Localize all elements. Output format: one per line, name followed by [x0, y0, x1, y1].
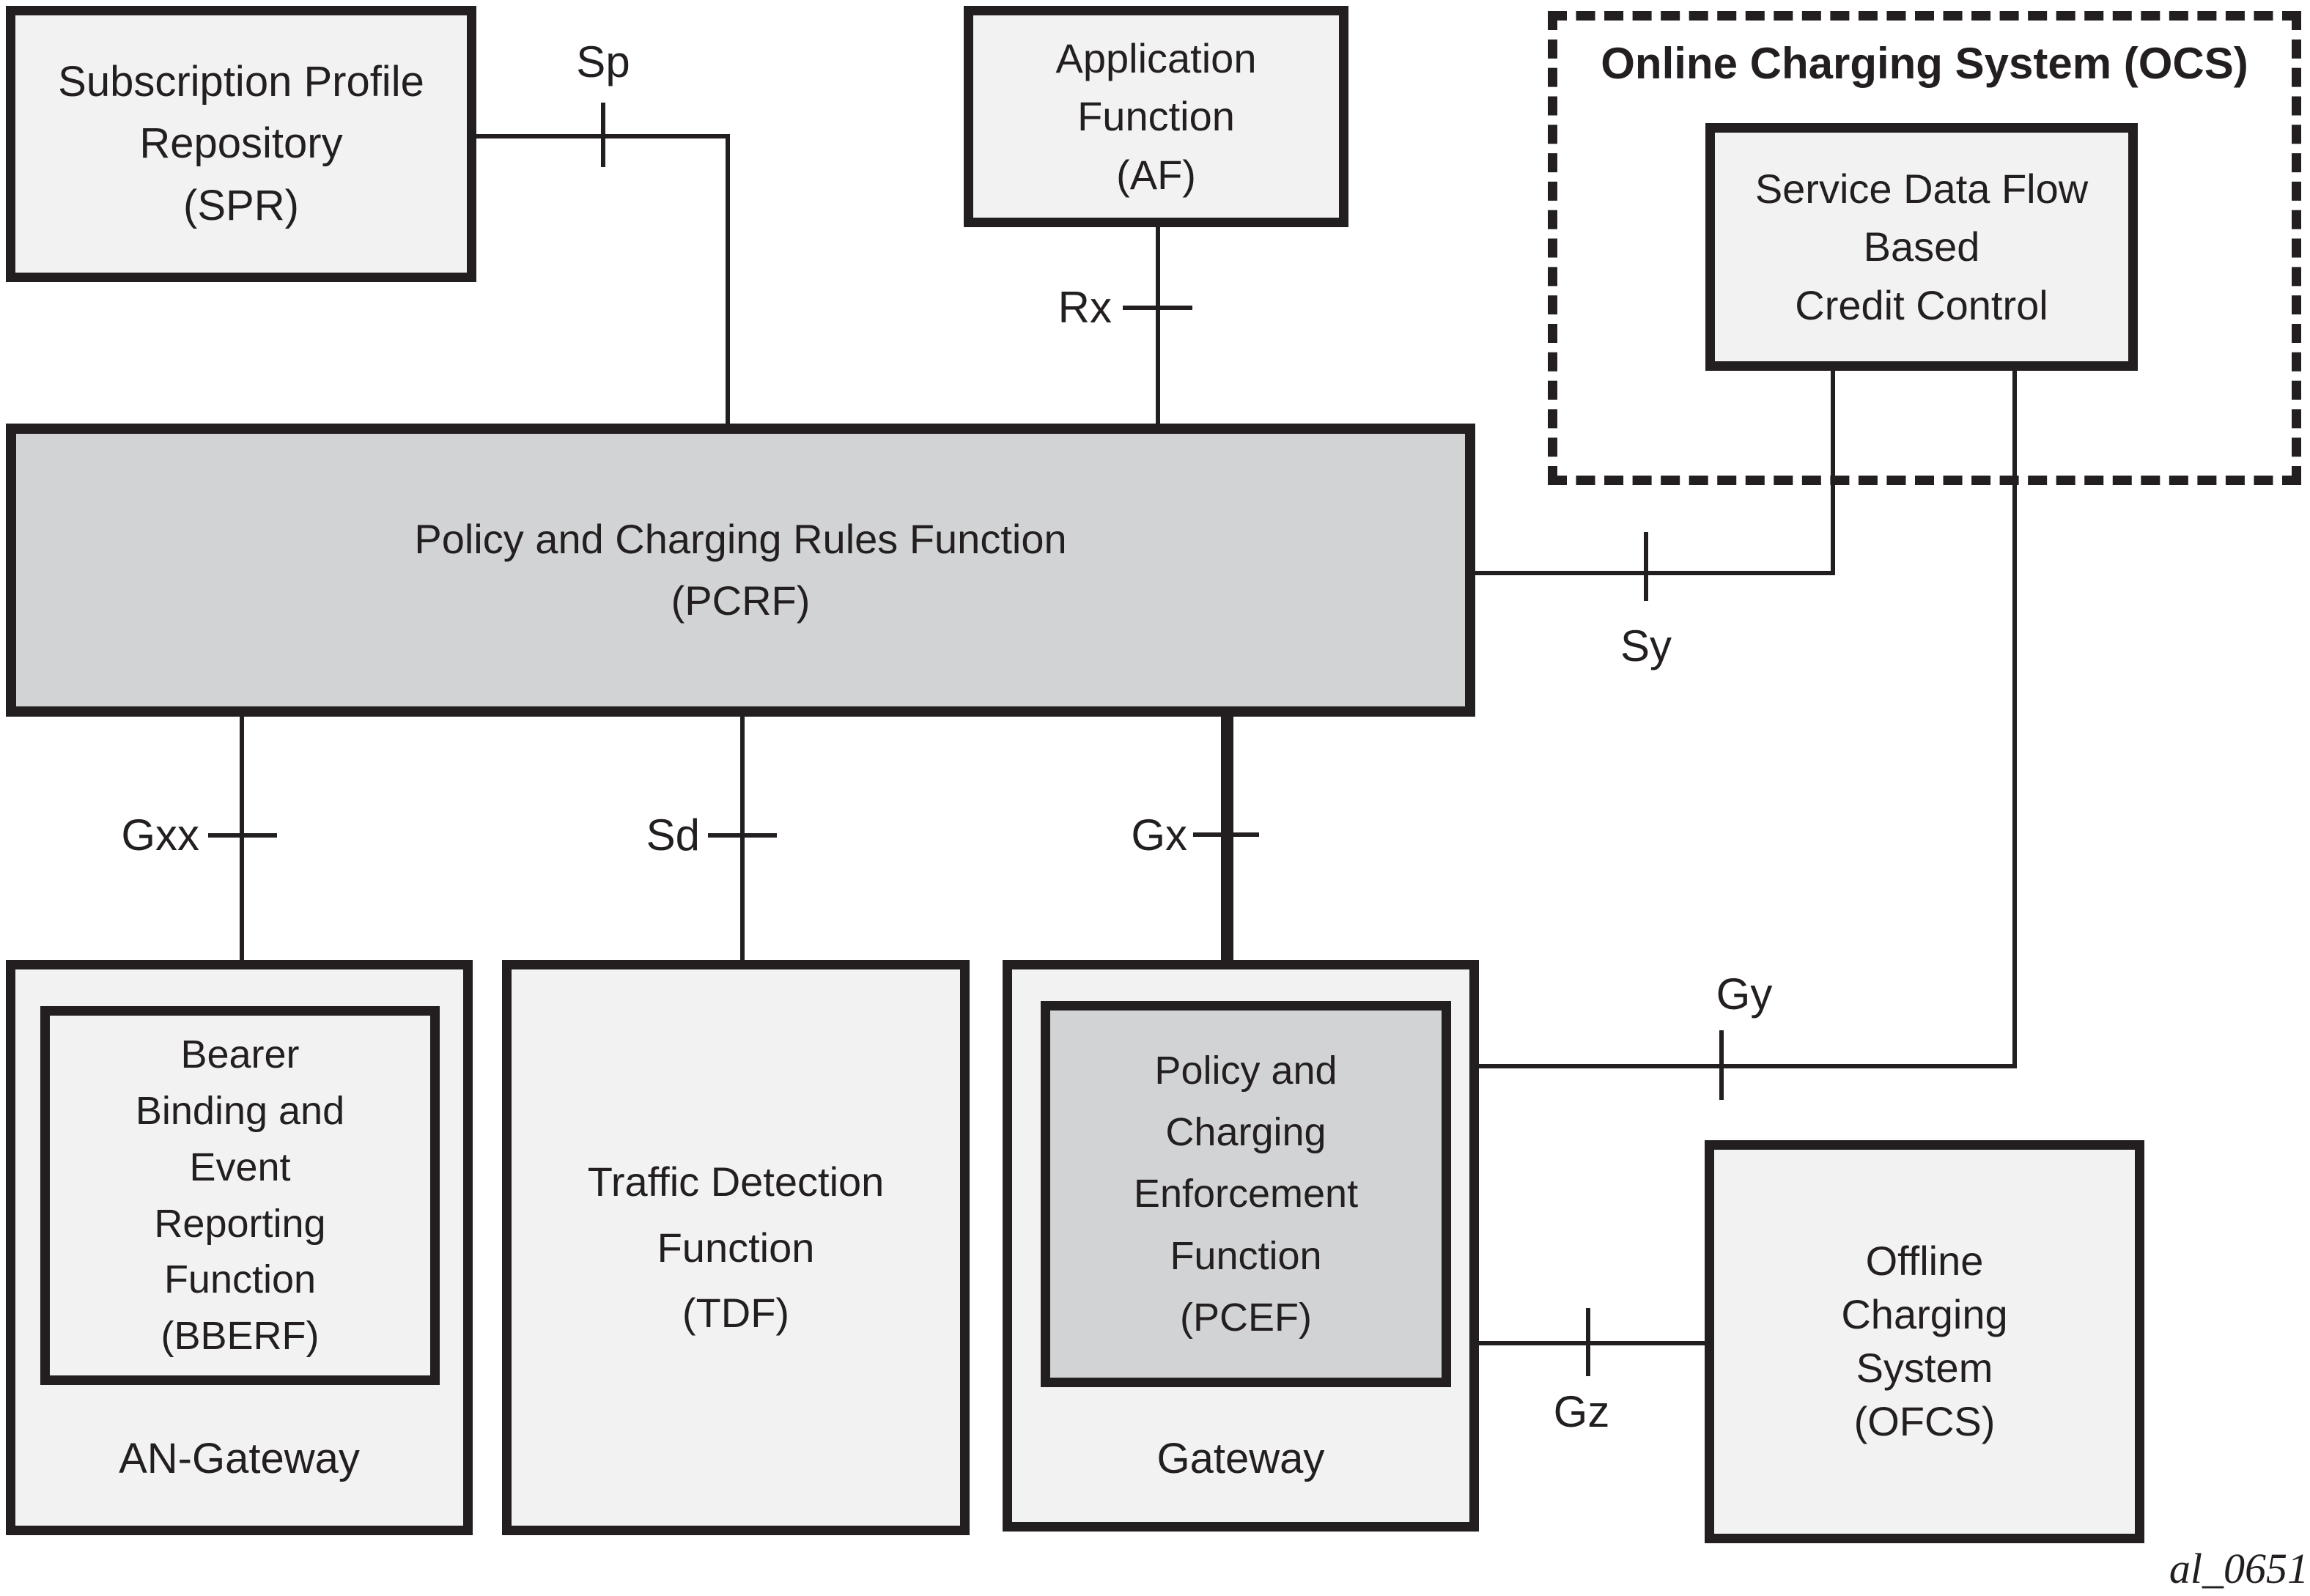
interface-label-gxx: Gxx — [121, 810, 199, 860]
ofcs-label-line4: (OFCS) — [1853, 1397, 1996, 1444]
interface-label-gy: Gy — [1716, 969, 1773, 1019]
gy-connector-horizontal — [1475, 1064, 2017, 1068]
pcrf-label-line1: Policy and Charging Rules Function — [414, 516, 1067, 562]
ofcs-label-line1: Offline — [1865, 1238, 1984, 1285]
tdf-label-line1: Traffic Detection — [587, 1159, 885, 1205]
credit-control-box: Service Data Flow Based Credit Control — [1705, 123, 2138, 371]
pcef-label-line4: Function — [1170, 1233, 1322, 1278]
af-box: Application Function (AF) — [964, 6, 1348, 227]
tdf-label-line3: (TDF) — [682, 1290, 790, 1337]
gxx-interface-tick — [208, 833, 277, 838]
bberf-box: Bearer Binding and Event Reporting Funct… — [40, 1006, 440, 1385]
pcrf-box: Policy and Charging Rules Function (PCRF… — [6, 424, 1475, 717]
spr-box: Subscription Profile Repository (SPR) — [6, 6, 476, 282]
ocs-title: Online Charging System (OCS) — [1601, 39, 2248, 88]
gateway-label: Gateway — [1156, 1435, 1325, 1482]
sy-connector-vertical — [1831, 371, 1835, 575]
ofcs-label-line3: System — [1856, 1345, 1993, 1391]
interface-label-rx: Rx — [1058, 283, 1112, 332]
spr-label-line1: Subscription Profile — [58, 58, 424, 106]
bberf-label-line1: Bearer — [180, 1032, 300, 1077]
bberf-label-line5: Function — [163, 1257, 317, 1302]
gxx-connector-vertical — [240, 717, 244, 960]
gz-interface-tick — [1586, 1308, 1590, 1376]
pcef-label-line5: (PCEF) — [1180, 1295, 1312, 1340]
gy-connector-vertical — [2012, 371, 2017, 1068]
pcef-box: Policy and Charging Enforcement Function… — [1041, 1001, 1451, 1387]
gx-interface-tick — [1193, 832, 1259, 837]
sp-interface-tick — [601, 103, 605, 167]
credit-control-label-line3: Credit Control — [1795, 281, 2048, 328]
af-label-line1: Application — [1055, 34, 1257, 81]
interface-label-sp: Sp — [576, 37, 630, 86]
tdf-box: Traffic Detection Function (TDF) — [502, 960, 970, 1535]
credit-control-label-line2: Based — [1863, 223, 1980, 270]
pcef-label-line2: Charging — [1165, 1110, 1326, 1155]
interface-label-gz: Gz — [1553, 1387, 1610, 1436]
an-gateway-label: AN-Gateway — [119, 1435, 360, 1482]
ocs-dashed-box — [1548, 11, 2301, 485]
interface-label-gx: Gx — [1131, 810, 1187, 860]
ofcs-label-line2: Charging — [1841, 1291, 2008, 1338]
ofcs-box: Offline Charging System (OFCS) — [1705, 1140, 2144, 1543]
sd-interface-tick — [708, 833, 777, 838]
rx-connector-vertical — [1156, 226, 1160, 427]
pcrf-label-line2: (PCRF) — [671, 577, 811, 624]
figure-id-label: al_0651 — [2169, 1545, 2309, 1592]
af-label-line3: (AF) — [1116, 151, 1196, 198]
sd-connector-vertical — [740, 717, 745, 960]
pcef-label-line1: Policy and — [1154, 1048, 1337, 1093]
sy-interface-tick — [1644, 532, 1648, 601]
spr-label-line2: Repository — [139, 119, 343, 168]
bberf-label-line2: Binding and — [135, 1089, 345, 1134]
rx-interface-tick — [1123, 306, 1192, 310]
sp-connector-vertical — [726, 134, 730, 427]
bberf-label-line3: Event — [189, 1145, 291, 1189]
af-label-line2: Function — [1077, 93, 1235, 140]
gy-interface-tick — [1719, 1030, 1724, 1100]
interface-label-sy: Sy — [1620, 621, 1672, 670]
sy-connector-horizontal — [1472, 571, 1835, 575]
interface-label-sd: Sd — [646, 810, 700, 860]
bberf-label-line6: (BBERF) — [160, 1313, 320, 1358]
credit-control-label-line1: Service Data Flow — [1754, 165, 2089, 212]
pcef-label-line3: Enforcement — [1133, 1172, 1359, 1216]
tdf-label-line2: Function — [657, 1224, 815, 1271]
spr-label-line3: (SPR) — [183, 181, 299, 229]
bberf-label-line4: Reporting — [154, 1201, 326, 1246]
